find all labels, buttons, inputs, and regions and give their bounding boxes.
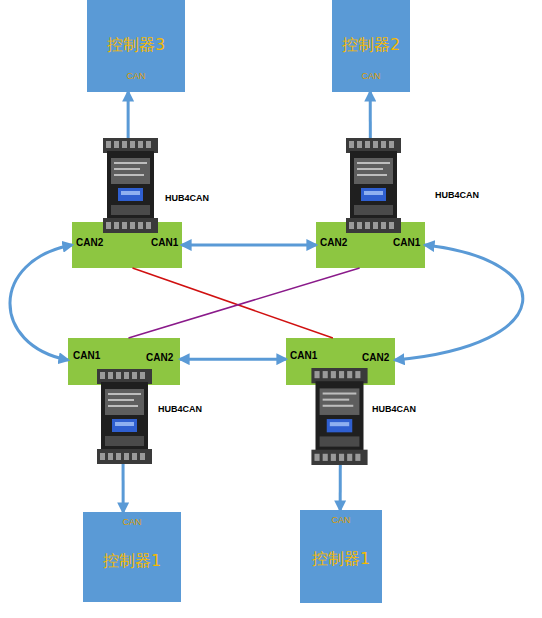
controller-box: 控制器3CAN [87,0,185,92]
hub-device [103,138,158,233]
port-label: CAN1 [151,237,178,248]
port-label: CAN1 [73,350,100,361]
can-link-arrow [10,245,72,360]
controller-name: 控制器2 [332,36,410,54]
hub-device [97,369,152,464]
port-label: CAN1 [290,350,317,361]
port-label: CAN2 [76,237,103,248]
can-link-arrow [339,385,342,510]
port-label: CAN2 [146,352,173,363]
port-label: CAN2 [362,352,389,363]
can-link-arrow [127,92,130,222]
controller-box: 控制器2CAN [332,0,410,92]
can-hub-bar: CAN2CAN1HUB4CAN [72,222,182,268]
device-name: HUB4CAN [165,194,209,204]
port-label: CAN [87,72,185,82]
can-hub-bar: CAN1CAN2HUB4CAN [286,338,395,385]
port-label: CAN [83,518,181,528]
device-name: HUB4CAN [372,405,416,415]
port-label: CAN1 [393,237,420,248]
port-label: CAN [300,516,382,526]
port-label: CAN2 [320,237,347,248]
controller-name: 控制器1 [83,552,181,570]
signal-wire [128,268,359,338]
signal-wire [133,268,333,338]
can-link-arrow [121,385,124,512]
hub-device [311,368,367,465]
device-name: HUB4CAN [158,405,202,415]
controller-box: 控制器1 CAN [300,510,382,603]
can-link-arrow [180,358,286,361]
can-link-arrow [182,244,316,247]
controller-box: 控制器1 CAN [83,512,181,602]
hub-device [346,138,401,233]
can-hub-bar: CAN2CAN1HUB4CAN [316,222,425,268]
port-label: CAN [332,72,410,82]
controller-name: 控制器1 [300,550,382,568]
controller-name: 控制器3 [87,36,185,54]
device-name: HUB4CAN [435,191,479,201]
can-link-arrow [369,92,372,222]
can-link-arrow [395,245,523,360]
can-hub-bar: CAN1CAN2HUB4CAN [68,338,180,385]
